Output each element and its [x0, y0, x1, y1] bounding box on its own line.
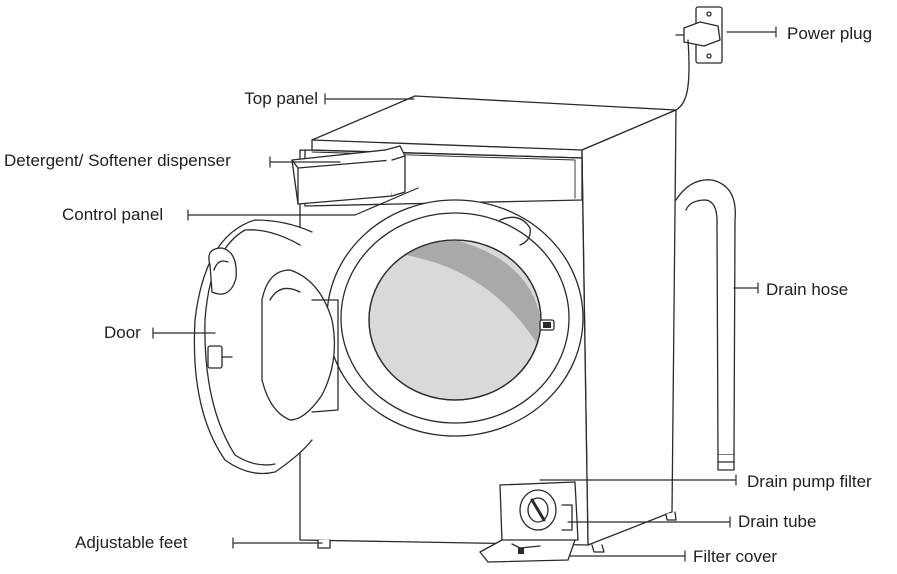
- filter-cover-shape: [479, 539, 576, 563]
- label-door: Door: [104, 323, 141, 342]
- door-glass: [261, 269, 336, 421]
- drum-window: [326, 199, 584, 437]
- label-adjustable-feet: Adjustable feet: [75, 533, 188, 552]
- label-drain-hose: Drain hose: [766, 280, 849, 299]
- power-plug: [675, 6, 723, 111]
- filter-area: [479, 481, 579, 563]
- label-drain-tube: Drain tube: [738, 512, 817, 531]
- label-drain-pump-filter: Drain pump filter: [747, 472, 872, 491]
- label-filter-cover: Filter cover: [693, 547, 778, 566]
- foot-right: [591, 544, 605, 553]
- label-control-panel: Control panel: [62, 205, 164, 224]
- door-assembly: [193, 219, 339, 475]
- dispenser-drawer: [291, 145, 406, 205]
- door-latch: [207, 345, 223, 369]
- label-power-plug: Power plug: [787, 24, 873, 43]
- label-top-panel: Top panel: [244, 89, 318, 108]
- leader-lines: [152, 26, 777, 562]
- door-handle: [208, 247, 237, 295]
- label-dispenser: Detergent/ Softener dispenser: [4, 151, 231, 170]
- foot-left: [317, 539, 331, 549]
- drain-hose-shape: [675, 179, 736, 471]
